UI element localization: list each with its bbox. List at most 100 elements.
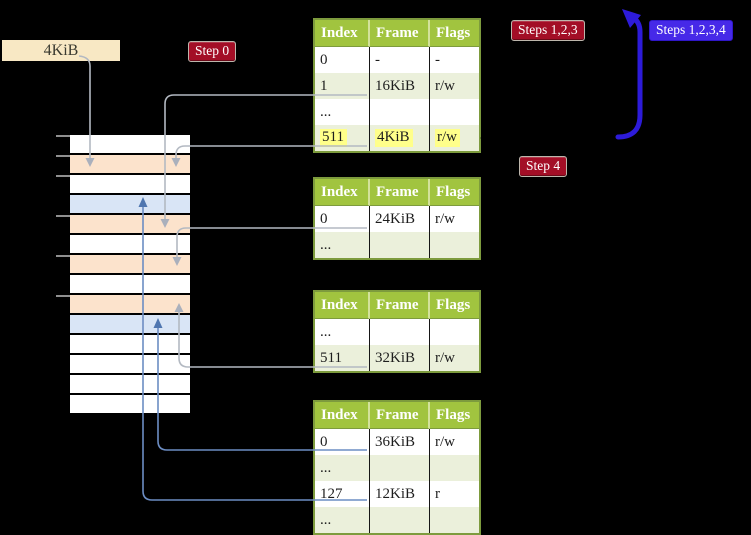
- highlighted-value: 4KiB: [375, 129, 413, 147]
- steps123-label: Steps 1,2,3: [518, 22, 578, 37]
- memory-row: [70, 375, 190, 395]
- memory-row: [70, 395, 190, 415]
- table-cell: [430, 507, 479, 533]
- table-row: 511 4KiB r/w: [315, 125, 479, 151]
- table-cell: -: [430, 47, 479, 73]
- table-row: ...: [315, 99, 479, 125]
- column-header-frame: Frame: [370, 402, 430, 429]
- steps-loop-arrow-icon: [615, 13, 643, 140]
- column-header-index: Index: [315, 179, 370, 206]
- table-row: ...: [315, 232, 479, 258]
- memory-row: [70, 215, 190, 235]
- steps1234-label: Steps 1,2,3,4: [656, 22, 726, 37]
- column-header-flags: Flags: [430, 292, 479, 319]
- table-cell: 1: [315, 73, 370, 99]
- table-cell: 0: [315, 206, 370, 232]
- memory-tick: [56, 215, 70, 217]
- steps-loop-arrowhead-icon: [622, 9, 641, 28]
- memory-row: [70, 275, 190, 295]
- column-header-flags: Flags: [430, 402, 479, 429]
- column-header-index: Index: [315, 292, 370, 319]
- table-cell: 12KiB: [370, 481, 430, 507]
- highlighted-value: 511: [320, 129, 347, 147]
- memory-tick: [56, 135, 70, 137]
- table-cell: r/w: [430, 125, 479, 151]
- table-cell: 36KiB: [370, 429, 430, 455]
- memory-tick: [56, 255, 70, 257]
- table-cell: ...: [315, 455, 370, 481]
- table-cell: [370, 455, 430, 481]
- memory-tick: [56, 155, 70, 157]
- table-cell: -: [370, 47, 430, 73]
- frame-size-box: 4KiB: [2, 40, 120, 61]
- memory-row: [70, 155, 190, 175]
- table-row: ...: [315, 455, 479, 481]
- table-cell: r/w: [430, 206, 479, 232]
- table-cell: [430, 319, 479, 345]
- table-cell: [430, 99, 479, 125]
- table-cell: ...: [315, 319, 370, 345]
- memory-row: [70, 335, 190, 355]
- table-cell: [370, 99, 430, 125]
- column-header-flags: Flags: [430, 179, 479, 206]
- table-row: 0--: [315, 47, 479, 73]
- table-cell: [430, 232, 479, 258]
- column-header-index: Index: [315, 20, 370, 47]
- memory-row: [70, 355, 190, 375]
- memory-row: [70, 175, 190, 195]
- step0-badge: Step 0: [188, 41, 237, 62]
- memory-row: [70, 135, 190, 155]
- memory-tick: [56, 295, 70, 297]
- table-cell: ...: [315, 232, 370, 258]
- table-row: ...: [315, 319, 479, 345]
- column-header-frame: Frame: [370, 20, 430, 47]
- frame-size-label: 4KiB: [43, 41, 79, 59]
- table-cell: 0: [315, 47, 370, 73]
- table-cell: [370, 232, 430, 258]
- table-cell: [370, 507, 430, 533]
- steps123-badge: Steps 1,2,3: [511, 20, 585, 41]
- table-cell: [370, 319, 430, 345]
- table-cell: r/w: [430, 345, 479, 371]
- memory-column: [70, 135, 190, 415]
- column-header-frame: Frame: [370, 179, 430, 206]
- table-cell: 32KiB: [370, 345, 430, 371]
- table-cell: 511: [315, 125, 370, 151]
- table-cell: [430, 455, 479, 481]
- table-cell: r: [430, 481, 479, 507]
- step4-badge: Step 4: [519, 156, 568, 177]
- memory-row: [70, 195, 190, 215]
- table-cell: 0: [315, 429, 370, 455]
- table-cell: 16KiB: [370, 73, 430, 99]
- table-cell: 4KiB: [370, 125, 430, 151]
- memory-row: [70, 295, 190, 315]
- table-cell: ...: [315, 99, 370, 125]
- column-header-frame: Frame: [370, 292, 430, 319]
- steps1234-badge: Steps 1,2,3,4: [649, 20, 733, 41]
- black-arrowhead-icon: [480, 132, 493, 144]
- column-header-index: Index: [315, 402, 370, 429]
- column-header-flags: Flags: [430, 20, 479, 47]
- memory-row: [70, 235, 190, 255]
- table-cell: 127: [315, 481, 370, 507]
- table-cell: ...: [315, 507, 370, 533]
- table-row: ...: [315, 507, 479, 533]
- table-cell: 511: [315, 345, 370, 371]
- table-cell: 24KiB: [370, 206, 430, 232]
- highlighted-value: r/w: [435, 129, 460, 147]
- table-cell: r/w: [430, 429, 479, 455]
